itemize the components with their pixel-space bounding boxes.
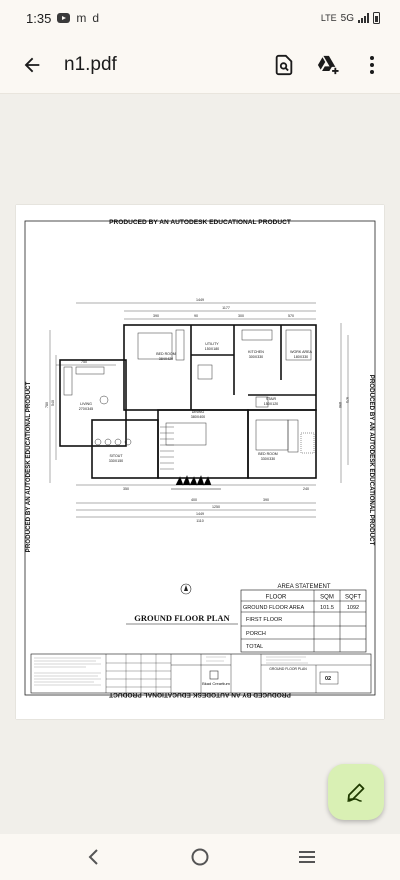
area-statement-title: AREA STATEMENT — [277, 584, 330, 590]
dimension-lines — [49, 302, 349, 518]
room-utility: UTILITY — [205, 342, 219, 346]
company-logo-icon — [209, 670, 219, 680]
company-name: Bkad Creartium — [202, 681, 230, 686]
nav-recents-button[interactable] — [287, 837, 327, 877]
room-sitout: SITOUT — [109, 454, 123, 458]
room-labels: BED ROOM 384X420 UTILITY 150X180 KITCHEN… — [79, 342, 313, 463]
title-block-drawing-name: GROUND FLOOR PLAN — [269, 667, 307, 671]
watermark-top: PRODUCED BY AN AUTODESK EDUCATIONAL PROD… — [109, 219, 291, 226]
area-row-ground-floor: GROUND FLOOR AREA — [243, 605, 304, 611]
area-header-sqft: SQFT — [345, 595, 361, 601]
room-stair: STAIR — [266, 397, 277, 401]
plants — [171, 475, 221, 490]
room-bed-room-2-size: 330X330 — [261, 457, 275, 461]
status-time: 1:35 — [26, 10, 52, 26]
dim-right-v2: 975 — [345, 397, 349, 403]
network-lte-label: LTE — [320, 13, 337, 23]
area-row-porch: PORCH — [246, 631, 266, 637]
plan-title: GROUND FLOOR PLAN — [134, 613, 230, 623]
nav-back-button[interactable] — [73, 837, 113, 877]
dim-bottom-7: 240 — [303, 487, 309, 491]
sheet-number: 02 — [325, 676, 331, 682]
chevron-left-icon — [88, 849, 99, 865]
notification-m-icon: m — [76, 11, 87, 25]
dim-bottom-6: 390 — [263, 498, 269, 502]
drive-add-icon — [317, 55, 339, 74]
pdf-page[interactable]: PRODUCED BY AN AUTODESK EDUCATIONAL PROD… — [16, 205, 384, 719]
dim-bottom-2: 400 — [191, 498, 197, 502]
dim-d2: 90 — [194, 314, 198, 318]
home-circle-icon — [191, 848, 209, 866]
area-statement-table: AREA STATEMENT FLOOR SQM SQFT GROUND FLO… — [240, 584, 367, 653]
app-bar: n1.pdf — [0, 36, 400, 94]
battery-icon — [373, 12, 380, 24]
room-dining-size: 380X400 — [191, 415, 205, 419]
area-header-sqm: SQM — [320, 595, 334, 601]
more-options-button[interactable] — [350, 43, 394, 87]
dim-d4: 570 — [288, 314, 294, 318]
dim-overall-top: 1449 — [196, 298, 204, 302]
dim-bottom-1: 350 — [123, 487, 129, 491]
status-bar: 1:35 m d LTE 5G — [0, 0, 400, 36]
title-block: Bkad Creartium GROUND FLOOR PLAN 02 — [30, 653, 372, 694]
find-in-page-icon — [275, 54, 293, 75]
room-living-size: 270X345 — [79, 407, 93, 411]
dim-bottom-5: 1110 — [196, 519, 203, 523]
dim-right-vertical: 890 — [338, 402, 342, 408]
draw-icon — [347, 783, 365, 802]
youtube-notification-icon — [57, 13, 71, 23]
system-navigation-bar — [0, 834, 400, 880]
search-document-button[interactable] — [262, 43, 306, 87]
room-sitout-size: 330X150 — [109, 459, 123, 463]
add-to-drive-button[interactable] — [306, 43, 350, 87]
dim-upper-top: 1177 — [222, 306, 230, 310]
back-button[interactable] — [8, 41, 56, 89]
room-bed-room-2: BED ROOM — [258, 452, 278, 456]
furniture — [63, 329, 315, 454]
menu-lines-icon — [298, 851, 315, 863]
annotate-button[interactable] — [328, 764, 384, 820]
dim-left-small: 750 — [81, 360, 87, 364]
room-stair-size: 150X120 — [264, 402, 278, 406]
notification-d-icon: d — [92, 11, 99, 25]
dim-left-v2: 540 — [51, 400, 55, 406]
area-row-ground-sqft: 1092 — [347, 605, 359, 611]
watermark-left: PRODUCED BY AN AUTODESK EDUCATIONAL PROD… — [25, 381, 32, 552]
dim-bottom-3: 1250 — [212, 505, 220, 509]
more-vert-icon — [370, 55, 374, 74]
area-header-floor: FLOOR — [266, 595, 287, 601]
room-living: LIVING — [80, 402, 92, 406]
pdf-viewer[interactable]: PRODUCED BY AN AUTODESK EDUCATIONAL PROD… — [0, 94, 400, 834]
room-work-area: WORK AREA — [290, 350, 312, 354]
dim-d1: 390 — [153, 314, 159, 318]
area-row-total: TOTAL — [246, 644, 263, 650]
dim-d3: 300 — [238, 314, 244, 318]
document-title: n1.pdf — [64, 53, 117, 75]
room-work-area-size: 180X330 — [294, 355, 308, 359]
watermark-bottom: PRODUCED BY AN AUTODESK EDUCATIONAL PROD… — [109, 691, 291, 698]
area-row-ground-sqm: 101.5 — [320, 605, 334, 611]
room-kitchen-size: 300X330 — [249, 355, 263, 359]
dim-left-vertical: 780 — [45, 402, 49, 408]
room-kitchen: KITCHEN — [248, 350, 264, 354]
floor-plan-walls — [59, 324, 317, 479]
network-5g-label: 5G — [340, 12, 354, 24]
room-utility-size: 150X180 — [205, 347, 219, 351]
sheet-border — [24, 220, 376, 696]
arrow-back-icon — [24, 57, 40, 72]
floor-plan-drawing: PRODUCED BY AN AUTODESK EDUCATIONAL PROD… — [24, 219, 376, 698]
north-arrow-icon — [180, 583, 192, 595]
watermark-right: PRODUCED BY AN AUTODESK EDUCATIONAL PROD… — [368, 375, 375, 546]
area-row-first-floor: FIRST FLOOR — [246, 617, 282, 623]
stairs — [160, 426, 174, 470]
room-bed-room-1-size: 384X420 — [159, 357, 173, 361]
room-dining: DINING — [192, 410, 205, 414]
nav-home-button[interactable] — [180, 837, 220, 877]
room-bed-room-1: BED ROOM — [156, 352, 176, 356]
signal-icon — [358, 13, 369, 23]
dim-bottom-4: 1449 — [196, 512, 204, 516]
